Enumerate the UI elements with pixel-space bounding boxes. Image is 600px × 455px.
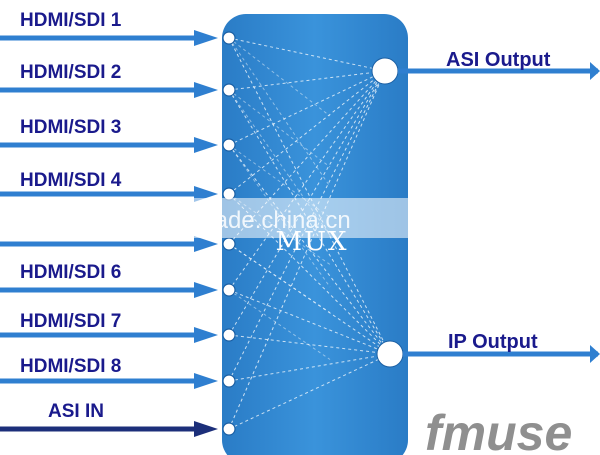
input-arrow-shaft xyxy=(0,191,196,197)
input-arrow-shaft xyxy=(0,287,196,293)
mesh-line-8-1 xyxy=(228,70,386,382)
fmuse-logo: fmuse xyxy=(425,405,572,455)
input-node xyxy=(222,283,236,297)
mesh-line-6-1 xyxy=(228,70,386,291)
input-arrowhead xyxy=(194,137,218,153)
mesh-line-1-1 xyxy=(228,37,386,72)
input-arrow-shaft xyxy=(0,87,196,93)
mesh-line-2-1 xyxy=(228,70,386,91)
input-arrow-shaft xyxy=(0,35,196,41)
input-label: HDMI/SDI 3 xyxy=(20,117,121,138)
input-node xyxy=(222,422,236,436)
input-node xyxy=(222,237,236,251)
input-label: HDMI/SDI 8 xyxy=(20,356,121,377)
input-arrow-shaft xyxy=(0,426,196,432)
input-arrow-shaft xyxy=(0,241,196,247)
mesh-line-3-1 xyxy=(228,70,386,146)
input-label: ASI IN xyxy=(48,401,104,422)
mesh-line-1-2 xyxy=(228,37,391,355)
input-arrow-shaft xyxy=(0,142,196,148)
input-arrowhead xyxy=(194,421,218,437)
watermark-text: trade.china.cn xyxy=(200,207,351,234)
input-label: HDMI/SDI 2 xyxy=(20,62,121,83)
input-label: HDMI/SDI 4 xyxy=(20,170,122,191)
input-node xyxy=(222,374,236,388)
output-group: ASI Output IP Output xyxy=(371,49,600,368)
output-arrow-shaft xyxy=(403,351,598,357)
input-arrowhead xyxy=(194,373,218,389)
mesh-line-5-2 xyxy=(228,243,391,355)
input-arrow-shaft xyxy=(0,332,196,338)
input-node xyxy=(222,138,236,152)
mesh-cross-line xyxy=(228,243,331,313)
input-arrowhead xyxy=(194,236,218,252)
output-node xyxy=(371,57,399,85)
mesh-line-9-1 xyxy=(228,70,386,430)
input-arrowhead xyxy=(194,82,218,98)
output-arrowhead xyxy=(590,345,600,363)
input-node xyxy=(222,31,236,45)
output-node xyxy=(376,340,404,368)
input-label: HDMI/SDI 7 xyxy=(20,311,121,332)
mesh-cross-line xyxy=(228,144,331,288)
output-arrow-shaft xyxy=(398,68,598,74)
input-arrowhead xyxy=(194,30,218,46)
input-arrowhead xyxy=(194,282,218,298)
output-label: ASI Output xyxy=(446,49,551,71)
input-arrow-shaft xyxy=(0,378,196,384)
input-node xyxy=(222,83,236,97)
mesh-line-6-2 xyxy=(228,289,391,355)
output-arrowhead xyxy=(590,62,600,80)
input-arrowhead xyxy=(194,327,218,343)
mesh-line-3-2 xyxy=(228,144,391,355)
mux-title: MUX xyxy=(275,227,348,257)
output-label: IP Output xyxy=(448,331,538,353)
input-label: HDMI/SDI 1 xyxy=(20,10,122,31)
input-node xyxy=(222,328,236,342)
input-group: HDMI/SDI 1 HDMI/SDI 2 HDMI/SDI 3 HDMI/SDI 4… xyxy=(0,10,236,437)
input-label: HDMI/SDI 6 xyxy=(20,262,121,283)
watermark-band xyxy=(0,198,420,238)
mesh-cross-line xyxy=(228,289,331,360)
